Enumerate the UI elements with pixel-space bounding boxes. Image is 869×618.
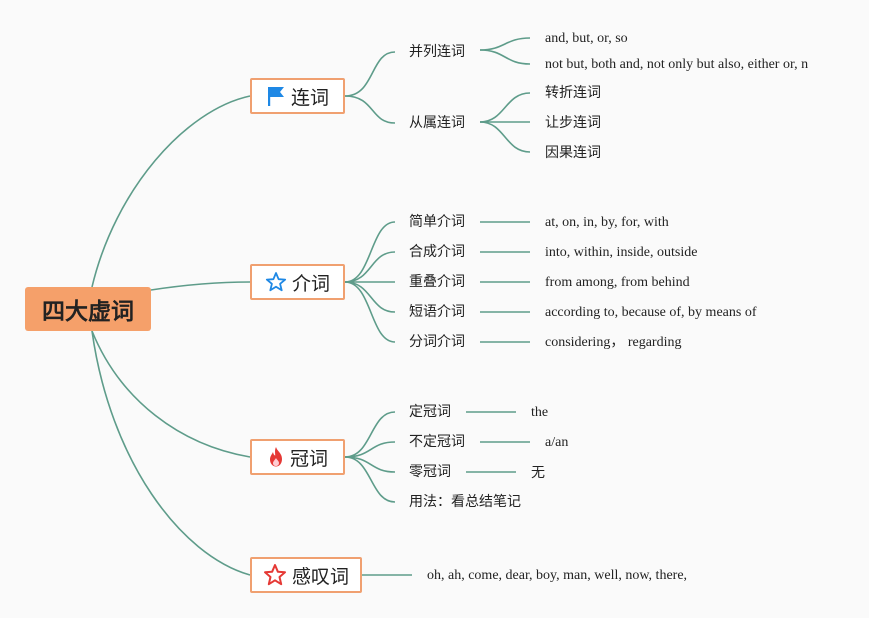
- connector: [479, 92, 531, 123]
- flame-icon: [267, 446, 285, 468]
- node-article-type[interactable]: 不定冠词: [409, 434, 465, 450]
- node-article-type[interactable]: 定冠词: [409, 404, 451, 420]
- example-text: 无: [531, 465, 545, 481]
- example-text: not but, both and, not only but also, ei…: [545, 57, 809, 72]
- connector: [91, 95, 251, 288]
- example-text: according to, because of, by means of: [545, 305, 757, 320]
- flag-icon: [266, 85, 286, 107]
- connector: [479, 121, 531, 153]
- example-text: and, but, or, so: [545, 31, 628, 46]
- connector: [344, 441, 396, 458]
- example-text: the: [531, 405, 549, 420]
- node-subordinate-conj[interactable]: 从属连词: [409, 115, 465, 131]
- connector: [344, 456, 396, 473]
- branch-label: 冠词: [289, 447, 328, 470]
- node-concessive-adversative[interactable]: 转折连词: [545, 85, 601, 101]
- node-prep-type[interactable]: 分词介词: [409, 334, 465, 350]
- example-text: considering， regarding: [545, 335, 682, 350]
- connector: [344, 281, 396, 343]
- node-causal[interactable]: 因果连词: [545, 145, 601, 161]
- connector: [344, 456, 396, 503]
- star-icon: [265, 271, 287, 293]
- connector: [344, 51, 396, 97]
- branch-label: 连词: [290, 86, 329, 109]
- node-prep-type[interactable]: 重叠介词: [409, 274, 465, 290]
- connector: [479, 37, 531, 51]
- branch-prepositions[interactable]: 介词: [250, 264, 345, 300]
- node-prep-type[interactable]: 简单介词: [409, 214, 465, 230]
- connector: [344, 95, 396, 124]
- branch-conjunctions[interactable]: 连词: [250, 78, 345, 114]
- node-prep-type[interactable]: 合成介词: [409, 244, 465, 260]
- star-icon: [263, 563, 287, 587]
- branch-label: 介词: [291, 272, 330, 295]
- node-concession[interactable]: 让步连词: [545, 115, 601, 131]
- branch-articles[interactable]: 冠词: [250, 439, 345, 475]
- example-text: oh, ah, come, dear, boy, man, well, now,…: [427, 568, 688, 583]
- branch-interjections[interactable]: 感叹词: [250, 557, 362, 593]
- connector: [344, 221, 396, 283]
- node-prep-type[interactable]: 短语介词: [409, 304, 465, 320]
- node-article-type[interactable]: 零冠词: [409, 464, 451, 480]
- node-article-usage[interactable]: 用法：看总结笔记: [409, 494, 521, 510]
- connector: [479, 49, 531, 65]
- example-text: into, within, inside, outside: [545, 245, 698, 260]
- connector: [344, 281, 396, 313]
- connector: [344, 251, 396, 283]
- branch-label: 感叹词: [291, 565, 349, 588]
- root-node[interactable]: 四大虚词: [25, 287, 151, 331]
- example-text: at, on, in, by, for, with: [545, 215, 669, 230]
- connector: [91, 330, 251, 458]
- example-text: a/an: [545, 435, 569, 450]
- node-parallel-conj[interactable]: 并列连词: [409, 44, 465, 60]
- root-label: 四大虚词: [42, 299, 134, 325]
- example-text: from among, from behind: [545, 275, 690, 290]
- connector: [344, 411, 396, 458]
- connector: [150, 281, 251, 291]
- connector: [91, 330, 251, 576]
